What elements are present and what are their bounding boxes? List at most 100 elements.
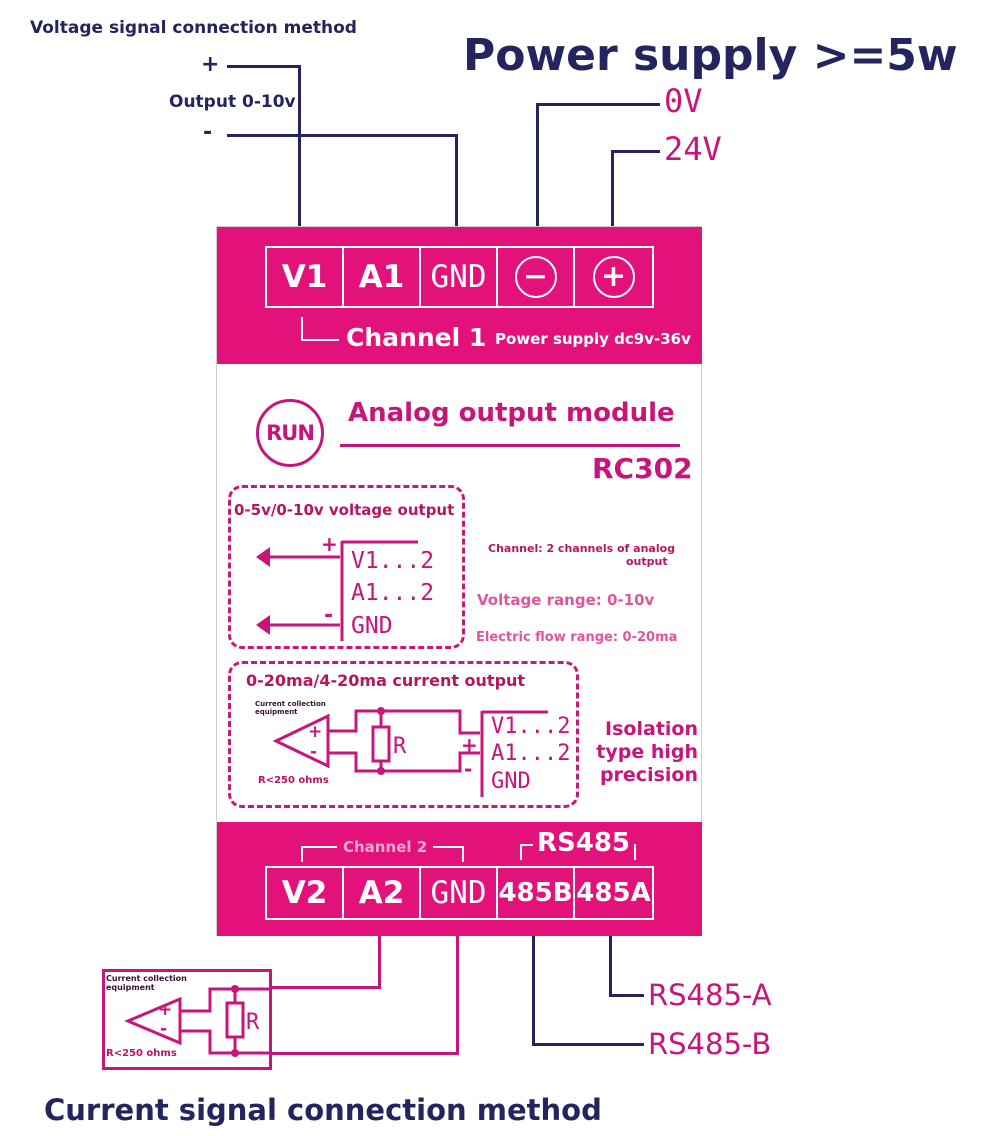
resistor-junction-top xyxy=(377,707,385,715)
terminal-485b[interactable]: 485B xyxy=(496,866,575,920)
terminal-gnd-top-label: GND xyxy=(430,259,487,295)
bottom-amp-minus: - xyxy=(160,1019,168,1039)
voltage-minus-arrow-icon xyxy=(256,615,270,635)
current-connection-title: Current signal connection method xyxy=(44,1093,602,1127)
terminal-a2[interactable]: A2 xyxy=(342,866,421,920)
bottom-equipment-line2: equipment xyxy=(106,983,155,992)
zero-volt-label: 0V xyxy=(664,82,703,120)
wire-24v-horizontal xyxy=(611,150,660,153)
current-a-terminal: A1...2 xyxy=(491,741,571,766)
run-indicator-label: RUN xyxy=(266,421,315,445)
terminal-485a[interactable]: 485A xyxy=(573,866,654,920)
wire-485b-horizontal xyxy=(532,1043,644,1046)
wire-gnd-vertical xyxy=(456,936,459,1055)
isolation-line3: precision xyxy=(599,764,698,786)
isolation-line1: Isolation xyxy=(605,718,698,740)
isolation-note: Isolation type high precision xyxy=(586,718,698,787)
bottom-r-note: R<250 ohms xyxy=(106,1048,177,1059)
current-resistor-label: R xyxy=(393,734,407,759)
spec-channels-line1: Channel: 2 channels of analog xyxy=(488,542,676,555)
bottom-resistor-junction-top xyxy=(231,985,239,993)
plus-circle-icon: + xyxy=(592,256,635,298)
bottom-amplifier-icon xyxy=(124,996,182,1046)
current-v-terminal: V1...2 xyxy=(491,714,571,739)
output-plus-label: + xyxy=(201,52,220,77)
current-plus-symbol: + xyxy=(461,733,478,757)
spec-current-range: Electric flow range: 0-20ma xyxy=(476,630,678,645)
rs485-label: RS485 xyxy=(533,828,635,858)
rs485-a-label: RS485-A xyxy=(648,978,772,1012)
voltage-plus-symbol: + xyxy=(321,532,338,556)
voltage-minus-symbol: - xyxy=(324,603,334,628)
title-underline xyxy=(340,444,680,447)
bottom-resistor-junction-bottom xyxy=(231,1049,239,1057)
bottom-terminal-panel: Channel 2 RS485 V2 A2 GND 485B 485A xyxy=(217,822,702,936)
spec-channels-line2: output xyxy=(626,555,668,568)
voltage-output-box xyxy=(228,485,465,649)
current-gnd-terminal: GND xyxy=(491,769,531,794)
voltage-v-terminal: V1...2 xyxy=(351,548,435,574)
minus-circle-icon: − xyxy=(514,256,557,298)
terminal-gnd-top[interactable]: GND xyxy=(419,246,498,308)
terminal-a2-label: A2 xyxy=(358,875,405,911)
spec-voltage-range: Voltage range: 0-10v xyxy=(477,591,655,609)
terminal-gnd-bottom[interactable]: GND xyxy=(419,866,498,920)
wire-plus-vertical xyxy=(298,65,301,228)
wire-485a-horizontal xyxy=(609,994,644,997)
terminal-v1-label: V1 xyxy=(281,259,328,295)
wire-a2-vertical xyxy=(378,936,381,989)
wire-485b-vertical xyxy=(532,936,535,1046)
bottom-current-equipment-box xyxy=(102,969,272,1070)
terminal-a1[interactable]: A1 xyxy=(342,246,421,308)
current-minus-symbol: - xyxy=(464,757,473,781)
voltage-output-schematic xyxy=(256,540,418,641)
bottom-resistor-icon xyxy=(225,1001,245,1039)
bottom-amp-bottom-wire xyxy=(180,1029,272,1055)
output-range-label: Output 0-10v xyxy=(169,92,296,112)
current-output-box xyxy=(228,661,579,808)
voltage-plus-arrow-icon xyxy=(256,547,270,567)
wire-485a-vertical xyxy=(609,936,612,997)
current-equipment-line1: Current collection xyxy=(255,700,326,708)
terminal-v2[interactable]: V2 xyxy=(265,866,344,920)
terminal-power-positive[interactable]: + xyxy=(573,246,654,308)
bottom-current-schematic xyxy=(124,985,272,1057)
voltage-output-title: 0-5v/0-10v voltage output xyxy=(234,501,455,519)
current-equipment-line2: equipment xyxy=(255,708,298,716)
wire-plus-horizontal xyxy=(227,65,301,68)
terminal-v2-label: V2 xyxy=(281,875,328,911)
output-minus-label: - xyxy=(203,120,213,145)
wire-minus-vertical xyxy=(455,134,458,228)
channel1-label: Channel 1 xyxy=(346,323,487,352)
current-amplifier-icon xyxy=(272,713,330,769)
current-r-note: R<250 ohms xyxy=(258,775,329,786)
module-title: Analog output module xyxy=(348,398,675,428)
bottom-equipment-line1: Current collection xyxy=(106,974,187,983)
current-output-title: 0-20ma/4-20ma current output xyxy=(246,671,526,690)
wire-24v-vertical xyxy=(611,150,614,228)
voltage-gnd-terminal: GND xyxy=(351,613,393,639)
current-amp-bottom-wire xyxy=(328,751,480,773)
voltage-a-terminal: A1...2 xyxy=(351,580,435,606)
terminal-gnd-bottom-label: GND xyxy=(430,875,487,911)
power-range-label: Power supply dc9v-36v xyxy=(495,330,691,348)
resistor-junction-bottom xyxy=(377,767,385,775)
resistor-icon xyxy=(371,725,391,763)
current-amp-plus: + xyxy=(308,722,323,742)
current-amp-minus: - xyxy=(310,742,318,762)
bottom-amp-top-wire xyxy=(180,987,272,1013)
isolation-line2: type high xyxy=(596,741,698,763)
terminal-power-negative[interactable]: − xyxy=(496,246,575,308)
rs485-b-label: RS485-B xyxy=(648,1027,772,1061)
voltage-connection-title: Voltage signal connection method xyxy=(30,18,357,38)
model-number: RC302 xyxy=(592,452,693,485)
wire-0v-horizontal xyxy=(536,103,660,106)
wire-0v-vertical xyxy=(536,103,539,228)
terminal-v1[interactable]: V1 xyxy=(265,246,344,308)
run-indicator: RUN xyxy=(256,399,324,467)
twentyfour-volt-label: 24V xyxy=(664,130,722,168)
terminal-a1-label: A1 xyxy=(358,259,405,295)
current-amp-top-wire xyxy=(328,709,480,735)
top-terminal-panel: V1 A1 GND − + Channel 1 Power supply dc9… xyxy=(217,227,702,364)
bottom-resistor-label: R xyxy=(246,1010,260,1035)
